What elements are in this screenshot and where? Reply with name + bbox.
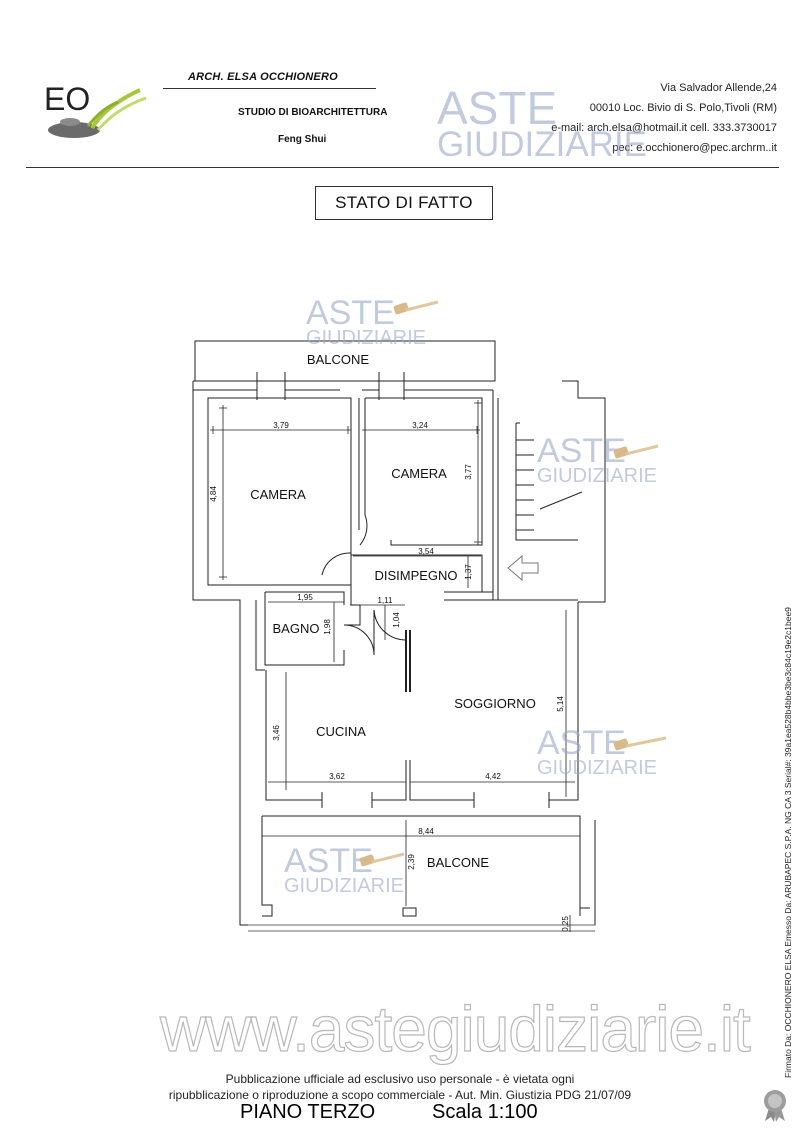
gavel-icon xyxy=(613,444,659,459)
studio-logo: EO xyxy=(40,72,150,148)
dim-cucina-width: 3,62 xyxy=(329,772,345,781)
watermark-plan-top: ASTE GIUDIZIARIE xyxy=(306,294,427,349)
dim-balcone-width: 8,44 xyxy=(418,827,434,836)
dim-disimpegno-width: 3,54 xyxy=(418,547,434,556)
watermark-line1: ASTE xyxy=(537,724,626,762)
dim-soggiorno-width: 4,42 xyxy=(485,772,501,781)
dim-soggiorno-depth: 5,14 xyxy=(556,696,565,712)
publication-note-line2: ripubblicazione o riproduzione a scopo c… xyxy=(168,1088,632,1102)
watermark-line1: ASTE xyxy=(306,294,395,332)
dim-disimpegno-depth: 1,37 xyxy=(464,564,473,580)
dim-bagno-width: 1,95 xyxy=(297,593,313,602)
watermark-line1: ASTE xyxy=(537,432,626,470)
dim-bagno-depth: 1,98 xyxy=(323,619,332,635)
watermark-line2: GIUDIZIARIE xyxy=(306,326,427,349)
room-camera-2: CAMERA xyxy=(391,466,447,481)
dim-ledge: 0,25 xyxy=(561,916,570,932)
gavel-icon xyxy=(359,852,405,867)
seal-icon xyxy=(760,1088,790,1122)
publication-note-line1: Pubblicazione ufficiale ad esclusivo uso… xyxy=(225,1072,575,1086)
watermark-line2: GIUDIZIARIE xyxy=(437,125,648,165)
studio-subtitle: Feng Shui xyxy=(278,134,327,145)
header-underline xyxy=(163,88,376,89)
watermark-plan-stair: ASTE GIUDIZIARIE xyxy=(537,432,658,487)
document-title: STATO DI FATTO xyxy=(315,186,493,220)
room-cucina: CUCINA xyxy=(316,724,366,739)
city-line: 00010 Loc. Bivio di S. Polo,Tivoli (RM) xyxy=(589,102,777,114)
watermark-line2: GIUDIZIARIE xyxy=(537,756,658,779)
gavel-icon xyxy=(393,300,439,315)
pec-line: pec: e.occhionero@pec.archrm..it xyxy=(612,142,777,154)
gavel-icon xyxy=(613,736,667,751)
logo-text: EO xyxy=(44,81,90,117)
room-balcone-top: BALCONE xyxy=(307,352,369,367)
room-disimpegno: DISIMPEGNO xyxy=(374,568,457,583)
plan-scale: Scala 1:100 xyxy=(432,1101,538,1123)
watermark-line1: ASTE xyxy=(437,82,558,134)
watermark-header: ASTE GIUDIZIARIE xyxy=(437,82,648,165)
dim-balcone-depth: 2,39 xyxy=(407,854,416,870)
dim-cucina-depth: 3,46 xyxy=(272,725,281,741)
dim-camera1-depth: 4,84 xyxy=(209,486,218,502)
header-divider xyxy=(26,167,779,168)
architect-name: ARCH. ELSA OCCHIONERO xyxy=(188,71,338,83)
watermark-line2: GIUDIZIARIE xyxy=(284,874,405,897)
watermark-line1: ASTE xyxy=(284,842,373,880)
room-soggiorno: SOGGIORNO xyxy=(454,696,536,711)
room-camera-1: CAMERA xyxy=(250,487,306,502)
dim-camera2-width: 3,24 xyxy=(412,421,428,430)
watermark-plan-balcone: ASTE GIUDIZIARIE xyxy=(284,842,405,897)
publication-note: Pubblicazione ufficiale ad esclusivo uso… xyxy=(0,1071,800,1103)
dim-camera2-depth: 3,77 xyxy=(464,464,473,480)
dim-camera1-width: 3,79 xyxy=(273,421,289,430)
room-balcone-bottom: BALCONE xyxy=(427,855,489,870)
dim-passage-depth: 1,04 xyxy=(392,612,401,628)
digital-signature: Firmato Da: OCCHIONERO ELSA Emesso Da: A… xyxy=(783,607,793,1078)
plan-title: PIANO TERZO xyxy=(240,1101,376,1123)
site-watermark: www.astegiudiziarie.it xyxy=(159,992,751,1065)
email-line: e-mail: arch.elsa@hotmail.it cell. 333.3… xyxy=(551,122,777,134)
studio-name: STUDIO DI BIOARCHITETTURA xyxy=(238,107,388,118)
dim-passage-width: 1,11 xyxy=(378,596,394,605)
watermark-plan-soggiorno: ASTE GIUDIZIARIE xyxy=(537,724,658,779)
room-bagno: BAGNO xyxy=(273,621,320,636)
watermark-line2: GIUDIZIARIE xyxy=(537,464,658,487)
contact-block: Via Salvador Allende,24 00010 Loc. Bivio… xyxy=(551,78,777,158)
address-line: Via Salvador Allende,24 xyxy=(660,82,777,94)
